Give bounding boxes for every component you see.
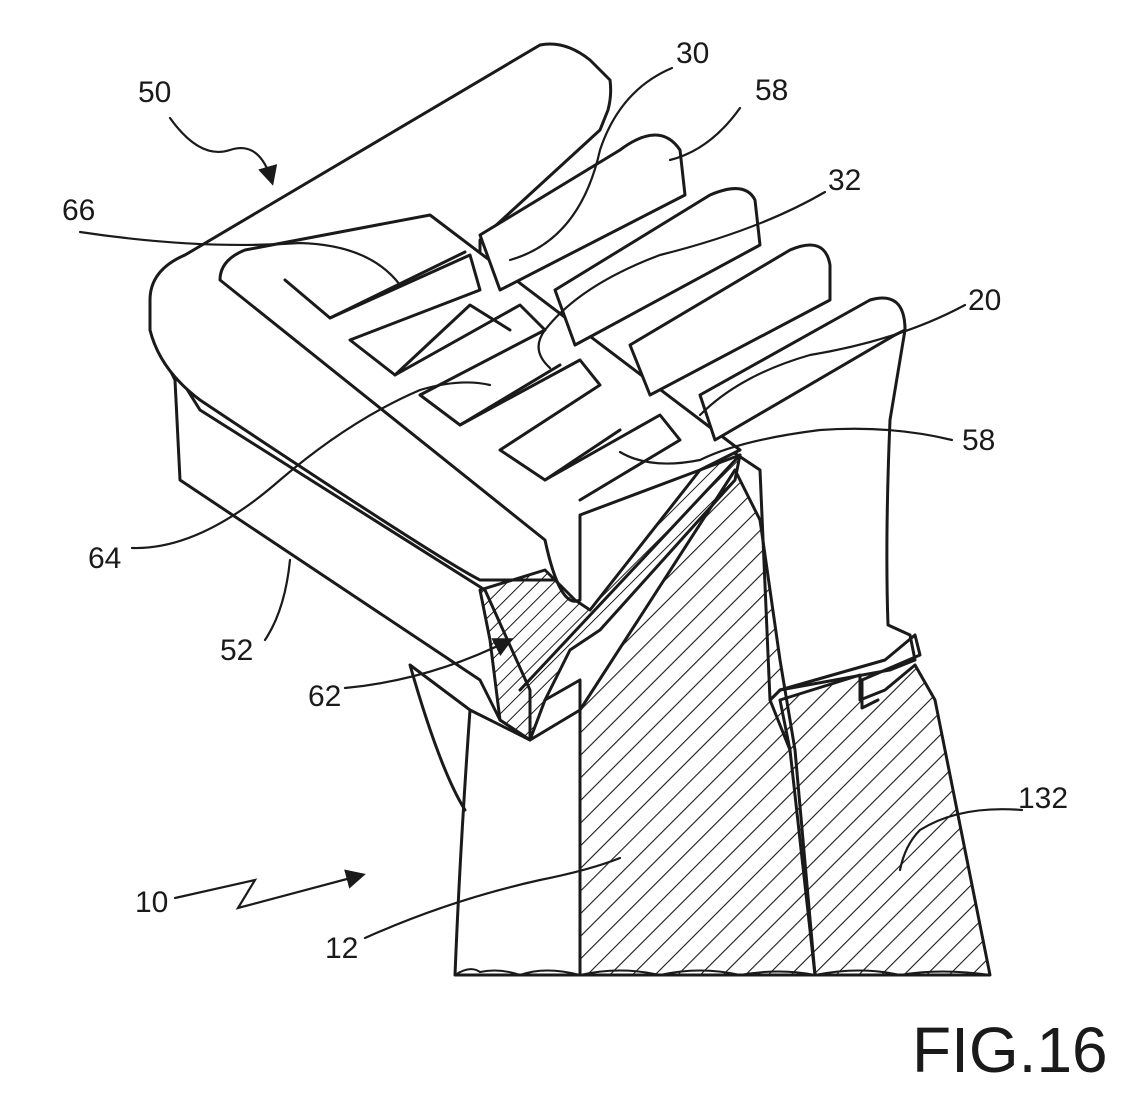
leader-58a <box>668 106 742 162</box>
leader-62 <box>343 638 514 690</box>
leader-lines <box>78 66 1024 940</box>
ref-10: 10 <box>135 886 168 919</box>
leader-64 <box>130 381 492 550</box>
leader-58b <box>618 427 954 465</box>
ref-32: 32 <box>828 164 861 197</box>
ref-66: 66 <box>62 194 95 227</box>
shank-body <box>408 663 991 977</box>
ref-30: 30 <box>676 37 709 70</box>
ref-64: 64 <box>88 542 121 575</box>
ref-52: 52 <box>220 634 253 667</box>
root-section <box>578 468 817 977</box>
leader-10 <box>173 869 366 910</box>
leader-132 <box>898 808 1024 872</box>
leader-12 <box>363 856 622 940</box>
leader-20 <box>698 303 967 417</box>
ref-132: 132 <box>1018 782 1068 815</box>
ref-58-right: 58 <box>962 424 995 457</box>
ref-12: 12 <box>325 932 358 965</box>
leader-66 <box>78 230 402 287</box>
figure-label: FIG.16 <box>912 1014 1108 1086</box>
leader-32 <box>537 190 827 370</box>
leader-30 <box>508 66 674 262</box>
ref-62: 62 <box>308 680 341 713</box>
reference-numerals: 50 30 58 66 32 20 58 64 52 62 132 10 12 <box>62 37 1068 965</box>
seal-shroud-body <box>148 42 907 742</box>
ref-50: 50 <box>138 76 171 109</box>
leader-50 <box>168 116 278 186</box>
ref-58-top: 58 <box>755 74 788 107</box>
leader-52 <box>263 558 292 642</box>
ref-20: 20 <box>968 284 1001 317</box>
